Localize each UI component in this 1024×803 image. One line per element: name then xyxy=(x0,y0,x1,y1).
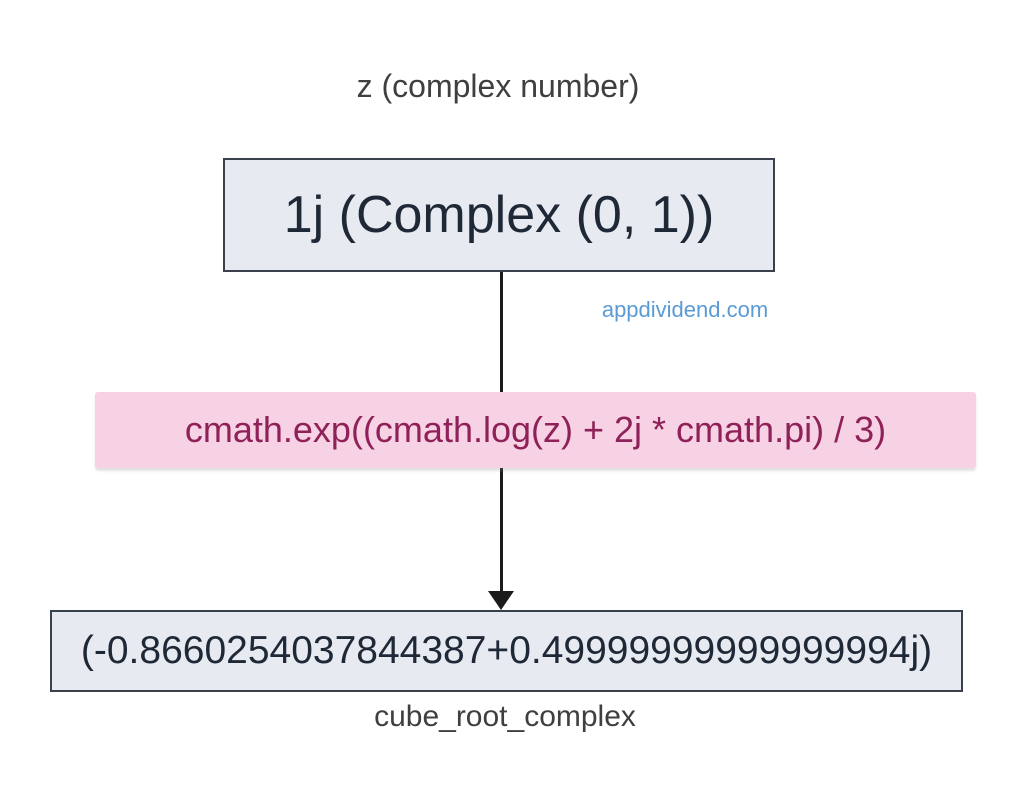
input-value-text: 1j (Complex (0, 1)) xyxy=(283,186,715,244)
result-variable-label: cube_root_complex xyxy=(374,700,636,733)
result-value-text: (-0.8660254037844387+0.49999999999999994… xyxy=(80,629,933,672)
arrow-down-icon xyxy=(488,591,514,610)
diagram-title: z (complex number) xyxy=(356,68,640,104)
code-expression-text: cmath.exp((cmath.log(z) + 2j * cmath.pi)… xyxy=(184,409,887,450)
watermark-text: appdividend.com xyxy=(601,297,769,322)
code-expression-box: cmath.exp((cmath.log(z) + 2j * cmath.pi)… xyxy=(95,392,976,468)
input-value-box: 1j (Complex (0, 1)) xyxy=(223,158,775,272)
result-value-box: (-0.8660254037844387+0.49999999999999994… xyxy=(50,610,963,692)
